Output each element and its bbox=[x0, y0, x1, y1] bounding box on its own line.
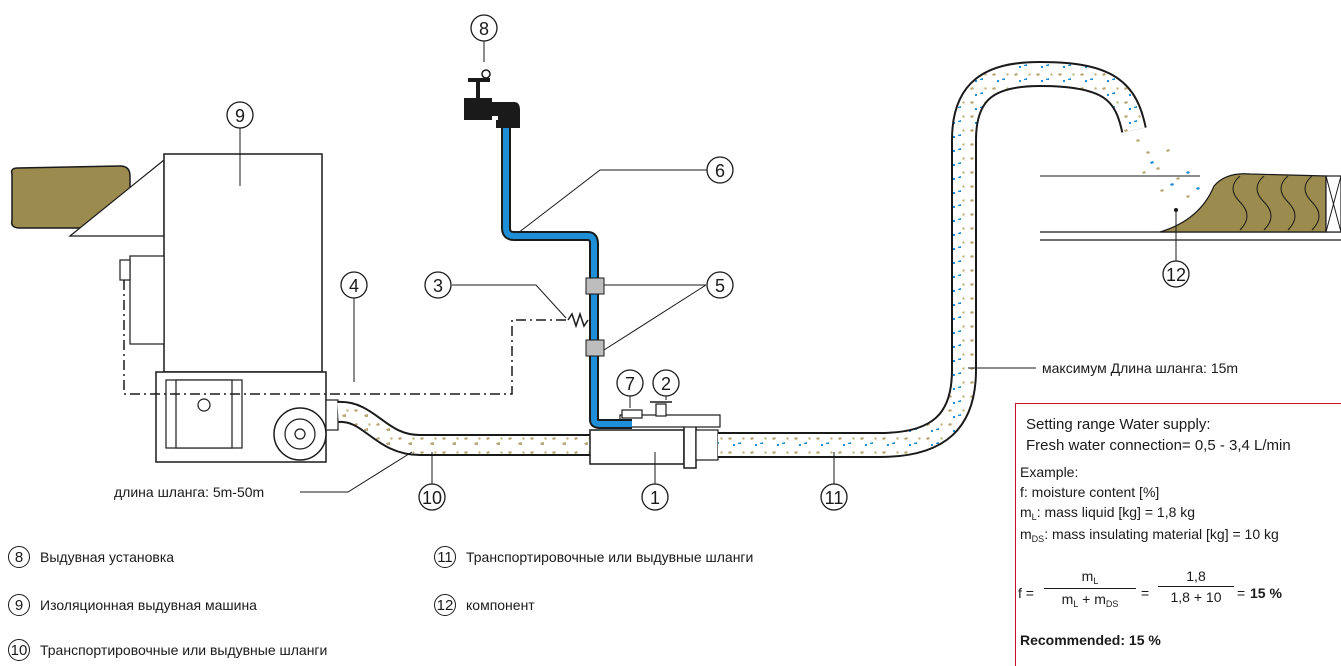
leader-lines bbox=[239, 40, 1177, 493]
formula-result: 15 % bbox=[1250, 585, 1282, 601]
spray-particles bbox=[1136, 139, 1200, 198]
callout-10: 10 bbox=[422, 488, 442, 508]
recommended-value: Recommended: 15 % bbox=[1020, 632, 1161, 648]
component bbox=[1040, 173, 1341, 241]
formula-f: f = bbox=[1018, 585, 1034, 601]
info-title: Setting range Water supply: bbox=[1026, 416, 1211, 433]
water-tap bbox=[464, 69, 520, 128]
callout-12: 12 bbox=[1166, 265, 1186, 285]
sensor-bottom bbox=[585, 339, 605, 357]
callout-7: 7 bbox=[625, 374, 635, 394]
callouts: 8 9 6 3 5 4 7 2 1 10 11 12 bbox=[226, 14, 1190, 511]
callout-3: 3 bbox=[433, 276, 443, 296]
sensor-top bbox=[585, 277, 605, 295]
callout-6: 6 bbox=[715, 161, 725, 181]
mds-definition: mDS: mass insulating material [kg] = 10 … bbox=[1020, 526, 1279, 544]
water-supply-info-box: Setting range Water supply: Fresh water … bbox=[1015, 403, 1341, 666]
callout-1: 1 bbox=[650, 488, 660, 508]
max-hose-length-label: максимум Длина шланга: 15m bbox=[1042, 360, 1238, 376]
callout-11: 11 bbox=[825, 488, 844, 508]
callout-8: 8 bbox=[479, 19, 489, 39]
hose-11 bbox=[718, 60, 1147, 458]
blowing-machine bbox=[119, 153, 339, 463]
insulation-bale bbox=[10, 158, 165, 237]
ml-definition: mL: mass liquid [kg] = 1,8 kg bbox=[1020, 504, 1196, 522]
water-pipe bbox=[501, 126, 632, 429]
example-label: Example: bbox=[1020, 464, 1079, 480]
formula-fraction-1: mL mL + mDS bbox=[1044, 568, 1136, 609]
connector-piece bbox=[589, 401, 721, 469]
callout-2: 2 bbox=[661, 374, 671, 394]
formula-fraction-2: 1,8 1,8 + 10 bbox=[1158, 568, 1234, 605]
valve-spring bbox=[567, 311, 589, 329]
f-definition: f: moisture content [%] bbox=[1020, 484, 1160, 500]
hose-length-label: длина шланга: 5m-50m bbox=[114, 484, 264, 500]
callout-5: 5 bbox=[715, 276, 725, 296]
callout-9: 9 bbox=[235, 106, 245, 126]
fresh-water-connection: Fresh water connection= 0,5 - 3,4 L/min bbox=[1026, 437, 1291, 454]
control-cable bbox=[123, 280, 568, 395]
callout-4: 4 bbox=[349, 276, 359, 296]
